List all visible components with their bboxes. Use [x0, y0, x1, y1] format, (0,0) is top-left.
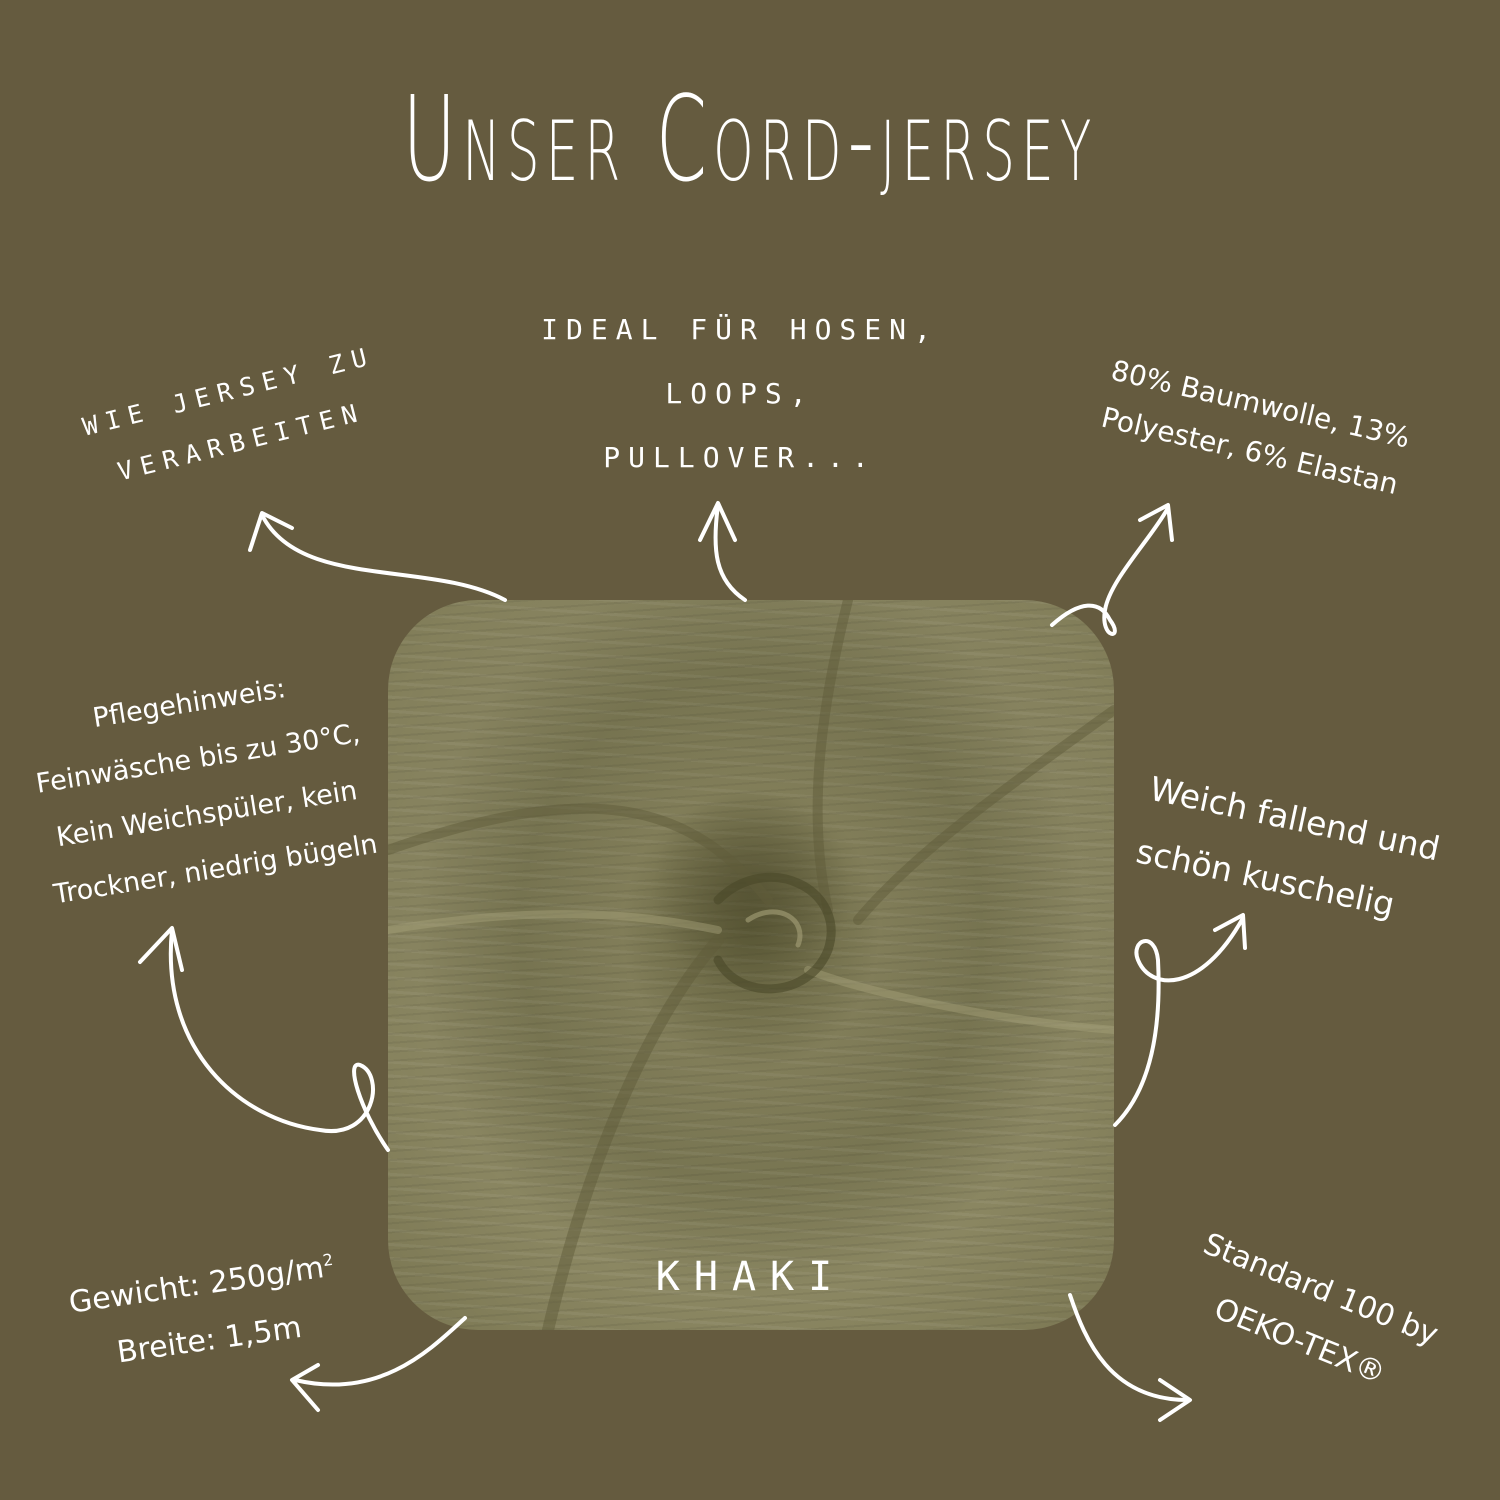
fabric-swirl-illustration: [388, 600, 1114, 1330]
feature-ideal-line-3: PULLOVER...: [603, 441, 877, 474]
arrow-to-weich-icon: [1113, 913, 1247, 1127]
feature-ideal-line-1: IDEAL FÜR HOSEN,: [541, 313, 939, 346]
arrow-to-material-icon: [1050, 503, 1174, 636]
color-label: KHAKI: [655, 1254, 847, 1300]
arrow-to-gewicht-icon: [290, 1316, 467, 1412]
arrow-to-pflege-icon: [138, 926, 390, 1152]
arrow-to-verarbeitung-icon: [248, 511, 507, 602]
page-title: Unser Cord-jersey: [402, 70, 1098, 208]
arrow-to-oeko-icon: [1068, 1293, 1192, 1422]
feature-ideal-line-2: LOOPS,: [665, 377, 815, 410]
feature-ideal: IDEAL FÜR HOSEN, LOOPS, PULLOVER...: [500, 298, 980, 490]
fabric-photo: KHAKI: [388, 600, 1114, 1330]
arrow-to-ideal-icon: [698, 501, 747, 602]
